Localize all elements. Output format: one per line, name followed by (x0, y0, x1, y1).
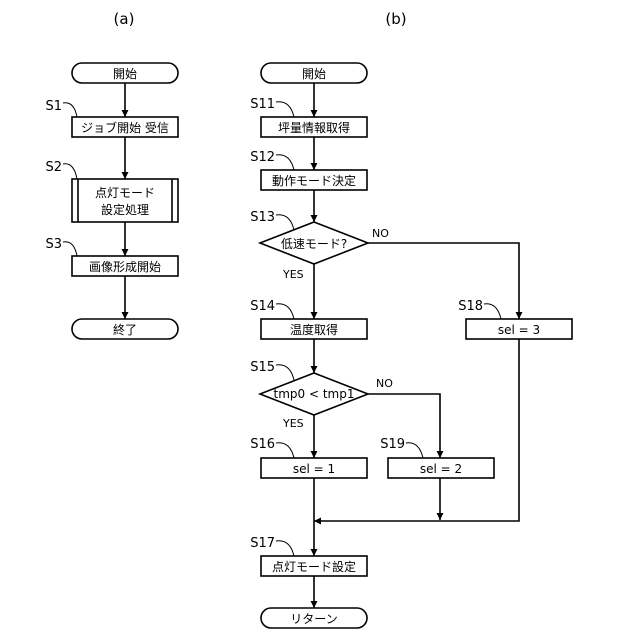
flow-a-s1-leader (63, 103, 77, 117)
flow-b-s12-text: 動作モード決定 (272, 173, 356, 188)
flow-a-s1-step-label: S1 (45, 99, 62, 114)
flow-b-s12-leader (276, 155, 294, 170)
flow-b-s13-yes-label: YES (282, 268, 304, 281)
flow-b-s16-text: sel = 1 (293, 462, 335, 476)
flow-b-s13-leader (276, 215, 294, 230)
flow-b-s14-text: 温度取得 (290, 322, 338, 337)
flow-b-s11-step-label: S11 (250, 97, 275, 112)
flow-b-s19-step-label: S19 (380, 437, 405, 452)
flow-b-s15-step-label: S15 (250, 360, 275, 375)
panel-label-b: (b) (385, 10, 406, 28)
flow-b-s15-text: tmp0 < tmp1 (274, 387, 355, 401)
flow-b-s13-text: 低速モード? (281, 237, 347, 251)
flow-a-s2-leader (63, 164, 77, 179)
flow-a: 開始 S1 ジョブ開始 受信 S2 点灯モード 設定処理 S3 画像形成開始 終… (45, 63, 178, 339)
flow-b-arrow-s13-no-to-s18 (368, 243, 519, 319)
flow-b-s15-no-label: NO (376, 377, 393, 390)
flow-b-end-text: リターン (290, 612, 337, 626)
flow-b-s14-step-label: S14 (250, 299, 275, 314)
flow-b-s16-leader (276, 443, 294, 458)
flow-b-s14-leader (276, 304, 294, 319)
flow-b-s11-text: 坪量情報取得 (278, 120, 350, 135)
flow-b-s13-no-label: NO (372, 227, 389, 240)
flow-b-s19-text: sel = 2 (420, 462, 462, 476)
flow-b-s17-text: 点灯モード設定 (272, 559, 356, 574)
flow-b-s18-step-label: S18 (458, 299, 483, 314)
panel-label-a: (a) (114, 10, 135, 28)
flow-a-s3-step-label: S3 (45, 237, 62, 252)
flow-b-s18-return-line (440, 339, 519, 521)
flow-b-start-text: 開始 (302, 67, 326, 81)
flow-b: 開始 S11 坪量情報取得 S12 動作モード決定 S13 低速モード? NO … (250, 63, 572, 628)
flow-b-s18-leader (484, 304, 501, 319)
flow-b-s18-text: sel = 3 (498, 323, 540, 337)
flow-a-s3-text: 画像形成開始 (89, 260, 161, 274)
flow-a-start-text: 開始 (113, 67, 137, 81)
flow-a-s1-text: ジョブ開始 受信 (81, 120, 169, 135)
flow-b-s13-step-label: S13 (250, 210, 275, 225)
flow-b-s15-leader (276, 365, 294, 380)
flow-a-s3-leader (63, 242, 77, 256)
flow-a-s2-text-line1: 点灯モード (95, 186, 155, 200)
flow-b-s17-leader (276, 541, 294, 556)
flow-b-s19-leader (406, 443, 423, 458)
flow-a-s2-step-label: S2 (45, 160, 62, 175)
flow-b-s16-step-label: S16 (250, 437, 275, 452)
flow-b-s17-step-label: S17 (250, 536, 275, 551)
flow-a-end-text: 終了 (113, 322, 137, 337)
flow-b-s15-yes-label: YES (282, 417, 304, 430)
flow-a-s2-text-line2: 設定処理 (101, 202, 149, 217)
flow-b-s11-leader (276, 102, 294, 117)
flow-b-s12-step-label: S12 (250, 150, 275, 165)
